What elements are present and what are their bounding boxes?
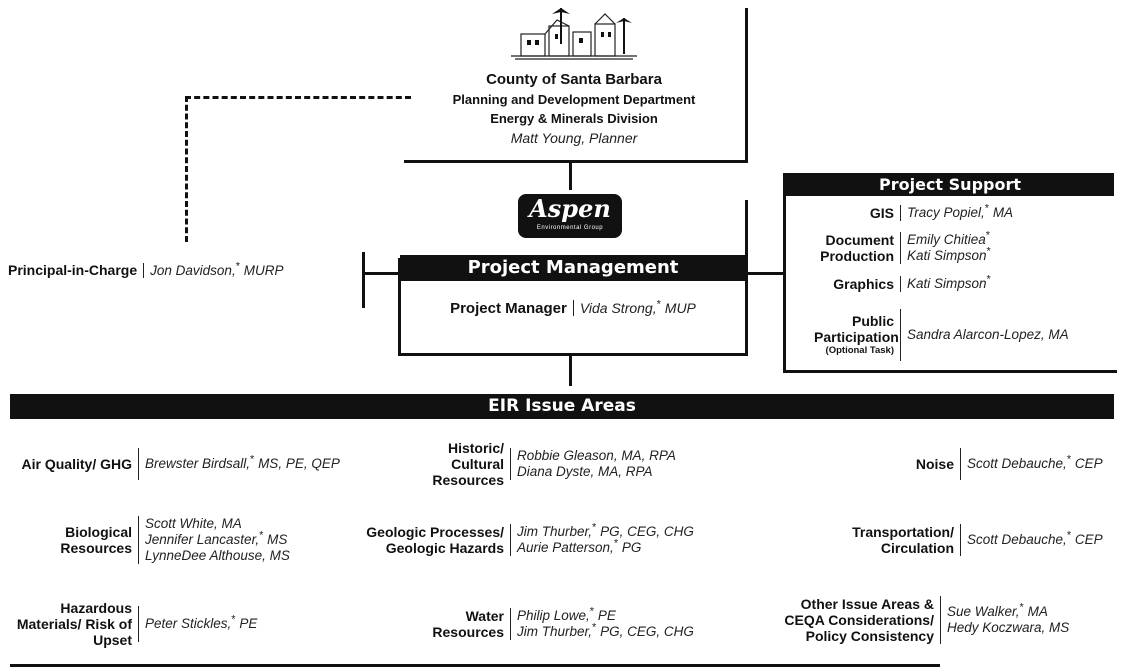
county-name: County of Santa Barbara bbox=[486, 71, 662, 88]
aspen-logo: Aspen Environmental Group bbox=[518, 194, 622, 238]
project-support-header: Project Support bbox=[786, 173, 1114, 196]
eir-issue-areas-header: EIR Issue Areas bbox=[10, 394, 1114, 419]
eir-area-geologic: Geologic Processes/ Geologic Hazards Jim… bbox=[366, 521, 694, 556]
county-division: Energy & Minerals Division bbox=[490, 111, 658, 126]
eir-area-hazardous: Hazardous Materials/ Risk of Upset Peter… bbox=[16, 600, 258, 648]
support-label-gis: GIS bbox=[869, 205, 894, 221]
support-names-public-participation: Sandra Alarcon-Lopez, MA bbox=[900, 309, 1069, 361]
eir-names-hazardous: Peter Stickles,* PE bbox=[138, 606, 257, 642]
support-row-graphics: Graphics Kati Simpson* bbox=[786, 274, 1114, 294]
support-row-document-production: Document Production Emily Chitiea* Kati … bbox=[786, 230, 1114, 266]
eir-area-noise: Noise Scott Debauche,* CEP bbox=[850, 432, 1103, 496]
county-box-bottom-border bbox=[404, 160, 748, 163]
project-manager-label: Project Manager bbox=[450, 300, 567, 317]
support-names-graphics: Kati Simpson* bbox=[900, 274, 991, 292]
eir-names-water: Philip Lowe,* PE Jim Thurber,* PG, CEG, … bbox=[510, 606, 694, 640]
principal-box-right-border bbox=[362, 252, 365, 308]
principal-label: Principal-in-Charge bbox=[8, 262, 138, 278]
dashed-connector-horizontal bbox=[185, 96, 411, 99]
aspen-logo-text: Aspen bbox=[529, 194, 611, 223]
eir-names-geologic: Jim Thurber,* PG, CEG, CHG Aurie Patters… bbox=[510, 522, 694, 556]
aspen-logo-subtext: Environmental Group bbox=[536, 225, 604, 231]
project-manager-row: Project Manager Vida Strong,* MUP bbox=[400, 299, 746, 318]
support-box-bottom-border bbox=[783, 370, 1117, 373]
support-names-document-production: Emily Chitiea* Kati Simpson* bbox=[900, 230, 991, 264]
support-box-left-border bbox=[783, 173, 786, 373]
eir-area-biological: Biological Resources Scott White, MA Jen… bbox=[60, 516, 290, 564]
pm-box-left-border bbox=[398, 258, 401, 355]
eir-area-historic-cultural: Historic/ Cultural Resources Robbie Glea… bbox=[432, 440, 676, 488]
eir-area-transportation: Transportation/ Circulation Scott Debauc… bbox=[852, 524, 1103, 556]
eir-area-air-quality: Air Quality/ GHG Brewster Birdsall,* MS,… bbox=[10, 432, 340, 496]
principal-row: Principal-in-Charge Jon Davidson,* MURP bbox=[8, 261, 284, 280]
support-names-gis: Tracy Popiel,* MA bbox=[900, 203, 1013, 221]
project-management-header: Project Management bbox=[400, 255, 746, 281]
eir-names-transportation: Scott Debauche,* CEP bbox=[960, 524, 1103, 556]
support-row-public-participation: Public Participation (Optional Task) San… bbox=[786, 298, 1114, 372]
pm-box-bottom-border bbox=[398, 353, 748, 356]
connector-pm-to-eir bbox=[569, 356, 572, 386]
county-department: Planning and Development Department bbox=[452, 92, 696, 107]
eir-area-other: Other Issue Areas & CEQA Considerations/… bbox=[784, 596, 1070, 644]
county-block: County of Santa Barbara Planning and Dev… bbox=[404, 0, 744, 146]
connector-principal-to-pm bbox=[362, 272, 400, 275]
project-manager-name: Vida Strong,* MUP bbox=[572, 299, 696, 316]
connector-pm-to-support bbox=[746, 272, 786, 275]
support-label-document-production: Document Production bbox=[820, 232, 894, 264]
pm-box-right-border bbox=[745, 200, 748, 355]
support-row-gis: GIS Tracy Popiel,* MA bbox=[786, 202, 1114, 224]
eir-names-noise: Scott Debauche,* CEP bbox=[960, 448, 1103, 480]
support-label-graphics: Graphics bbox=[833, 276, 894, 292]
support-label-public-participation: Public Participation (Optional Task) bbox=[814, 313, 899, 356]
eir-area-water: Water Resources Philip Lowe,* PE Jim Thu… bbox=[432, 605, 694, 640]
connector-county-to-aspen bbox=[569, 163, 572, 190]
dashed-connector-vertical bbox=[185, 96, 188, 242]
eir-names-historic-cultural: Robbie Gleason, MA, RPA Diana Dyste, MA,… bbox=[510, 448, 676, 480]
eir-names-air-quality: Brewster Birdsall,* MS, PE, QEP bbox=[138, 448, 340, 480]
eir-names-other: Sue Walker,* MA Hedy Koczwara, MS bbox=[940, 596, 1069, 644]
county-box-right-border bbox=[745, 8, 748, 163]
principal-name: Jon Davidson,* MURP bbox=[143, 261, 284, 278]
eir-names-biological: Scott White, MA Jennifer Lancaster,* MS … bbox=[138, 516, 290, 564]
santa-barbara-skyline-logo bbox=[511, 8, 637, 60]
eir-bottom-rule bbox=[10, 664, 940, 667]
county-contact: Matt Young, Planner bbox=[510, 130, 638, 146]
